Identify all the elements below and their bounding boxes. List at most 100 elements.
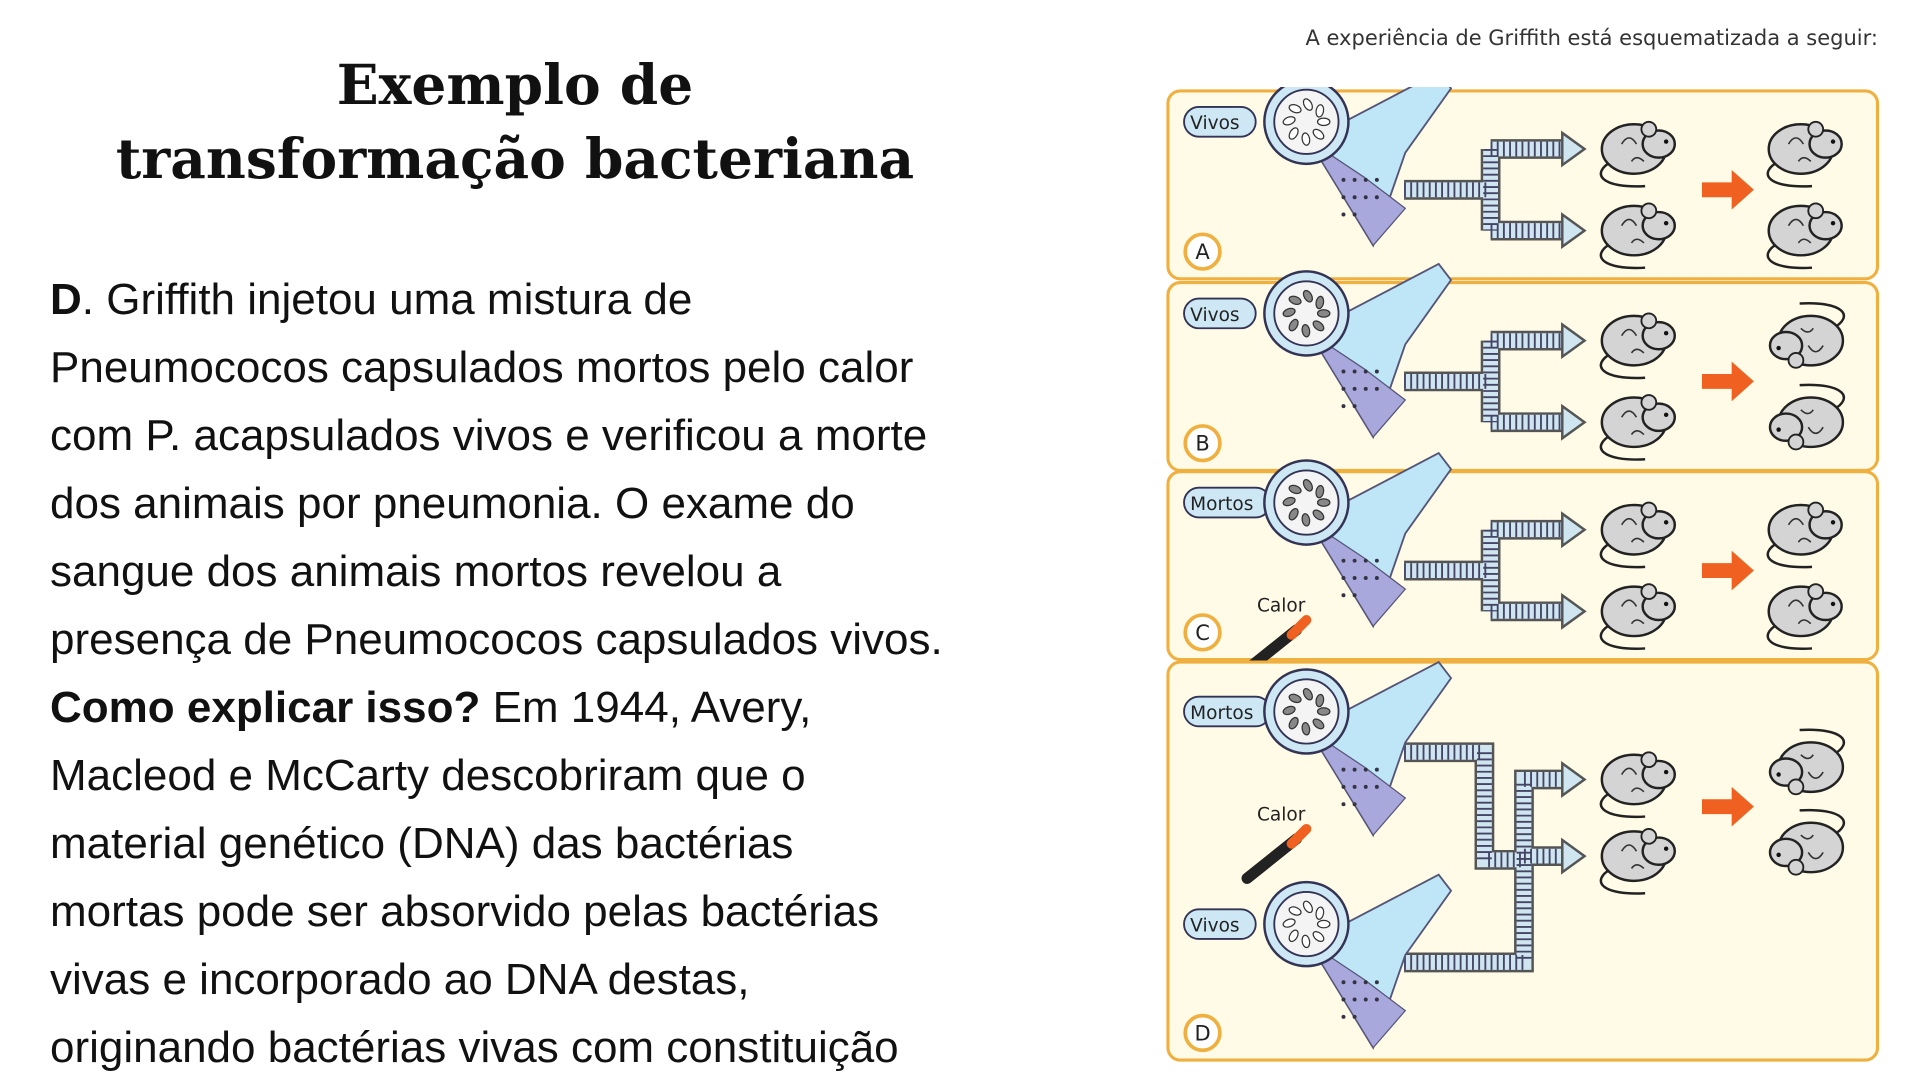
mouse-ear	[1640, 120, 1658, 138]
flame-icon	[1286, 615, 1312, 640]
flask-group: Vivos	[1183, 87, 1453, 248]
mouse-tail	[1599, 541, 1646, 569]
bacteria-dot	[1363, 575, 1368, 580]
mouse-tail	[1599, 160, 1646, 188]
body-line: originando bactérias vivas com constitui…	[50, 1014, 943, 1082]
body-line-text: material genético (DNA) das bactérias	[50, 819, 794, 868]
flask-sediment	[1308, 331, 1407, 439]
tube-arrowhead	[1561, 212, 1587, 250]
label-pill	[1183, 297, 1257, 330]
mouse-tail	[1799, 728, 1846, 756]
mouse-ear	[1640, 312, 1658, 330]
tube-dots	[1404, 141, 1565, 239]
bacteria-dot	[1363, 369, 1368, 374]
diagram-caption: A experiência de Griffith está esquemati…	[1305, 26, 1878, 50]
bacteria-dot	[1374, 575, 1379, 580]
mouse-tail	[1599, 351, 1646, 380]
bacteria-dot	[1363, 767, 1368, 772]
bacterium	[1288, 929, 1299, 943]
orange-arrow	[1701, 361, 1754, 402]
panel-letter: B	[1195, 431, 1209, 456]
mouse-tail	[1799, 383, 1846, 411]
mouse-detail	[1800, 409, 1824, 435]
bacterium	[1316, 117, 1331, 127]
orange-arrow	[1701, 786, 1754, 827]
panel-letter-badge	[1183, 613, 1222, 652]
mouse-tail	[1599, 622, 1646, 650]
bacteria-dot	[1352, 767, 1357, 772]
bacteria-dot	[1341, 404, 1346, 409]
bacterium	[1288, 295, 1302, 306]
flask-label: Mortos	[1190, 703, 1253, 724]
bacteria-dot	[1374, 177, 1379, 182]
bacteria-dot	[1363, 980, 1368, 985]
mouse-eye	[1663, 846, 1669, 851]
mouse-tail	[1599, 241, 1646, 270]
mouse-tail	[1766, 160, 1813, 188]
bacteria-dot	[1341, 593, 1346, 598]
mouse-ear	[1640, 827, 1658, 845]
bacteria-dot	[1363, 195, 1368, 200]
flask-label: Mortos	[1190, 494, 1253, 515]
bacteria-dot	[1374, 386, 1379, 391]
mouse-detail	[1620, 328, 1645, 354]
mouse-tail	[1766, 622, 1813, 650]
bacteria-dot	[1374, 980, 1379, 985]
mouse-ear	[1640, 394, 1658, 411]
mouse-eye	[1776, 772, 1781, 777]
flask-group: Vivos	[1183, 262, 1453, 440]
bacterium	[1288, 507, 1299, 521]
bacterium	[1302, 479, 1313, 492]
mouse-eye	[1663, 520, 1669, 525]
tube-arrowhead	[1561, 592, 1587, 630]
panel-letter: D	[1194, 1020, 1210, 1045]
bacterium	[1288, 693, 1302, 704]
bacteria-dot	[1352, 1014, 1357, 1019]
mouse-detail	[1620, 218, 1645, 244]
body-line-text: presença de Pneumococos capsulados vivos…	[50, 615, 943, 664]
bacterium	[1301, 934, 1311, 949]
mouse-ear	[1787, 433, 1805, 451]
bacteria-dot	[1341, 980, 1346, 985]
bacteria-dot	[1363, 386, 1368, 391]
mouse-ear	[1640, 751, 1658, 769]
bacterium	[1316, 309, 1331, 318]
flask-label: Vivos	[1190, 113, 1239, 134]
mouse-ear	[1640, 202, 1658, 220]
mouse-eye	[1776, 427, 1781, 432]
bacterium	[1316, 498, 1331, 507]
panel-letter-badge	[1183, 232, 1222, 271]
bacteria-dot	[1352, 369, 1357, 374]
mouse-tail	[1599, 790, 1646, 819]
dead-mouse	[1768, 728, 1846, 796]
mouse-detail	[1800, 834, 1824, 860]
mouse-eye	[1663, 220, 1669, 226]
body-line: com P. acapsulados vivos e verificou a m…	[50, 402, 943, 470]
mouse-eye	[1663, 769, 1669, 775]
body-line-text: dos animais por pneumonia. O exame do	[50, 479, 855, 528]
bacterium	[1301, 722, 1311, 736]
bacterium	[1301, 513, 1311, 527]
tube-dots	[1404, 333, 1565, 430]
bacteria-dot	[1341, 802, 1346, 807]
bacterium	[1312, 128, 1325, 140]
bacterium	[1288, 716, 1299, 730]
bacteria-dot	[1352, 404, 1357, 409]
mouse-ear	[1807, 501, 1825, 519]
body-line: dos animais por pneumonia. O exame do	[50, 470, 943, 538]
live-mouse	[1599, 751, 1677, 819]
live-mouse	[1599, 120, 1677, 188]
bacterium	[1315, 693, 1325, 708]
mouse-detail	[1620, 767, 1645, 793]
dead-mouse	[1768, 808, 1846, 876]
tube-arrowhead	[1561, 511, 1587, 549]
bacterium	[1282, 496, 1296, 507]
body-line-text: mortas pode ser absorvido pelas bactéria…	[50, 887, 880, 936]
bacteria-dot	[1341, 212, 1346, 217]
orange-arrow	[1701, 170, 1754, 210]
live-mouse	[1766, 120, 1843, 188]
mouse-eye	[1663, 412, 1669, 418]
